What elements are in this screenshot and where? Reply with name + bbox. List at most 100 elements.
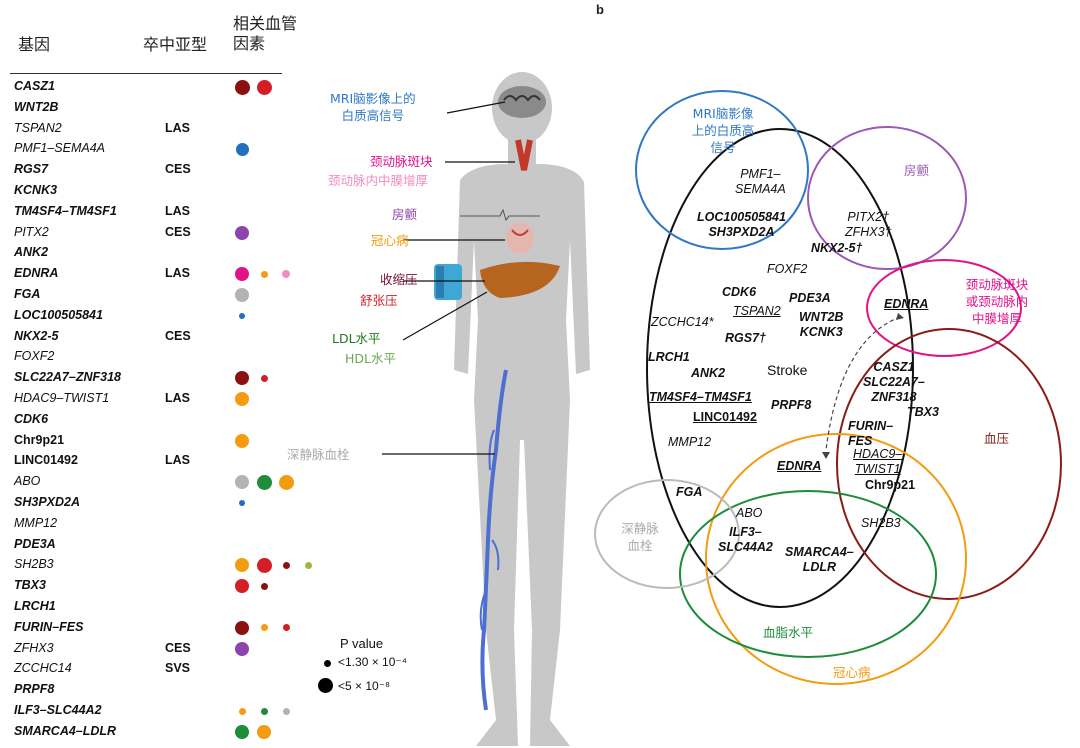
gene-name: MMP12 <box>14 515 58 530</box>
vascular-factor-dot <box>235 267 249 282</box>
venn-stroke-ellipse <box>646 128 914 608</box>
section-b-label: b <box>596 2 604 17</box>
label-chd: 冠心病 <box>371 233 409 248</box>
venn-gene-wnt2b: WNT2B KCNK3 <box>799 310 844 339</box>
venn-gene-nkx: NKX2-5† <box>811 241 863 255</box>
vascular-factor-dot <box>235 724 249 739</box>
venn-gene-tspan2: TSPAN2 <box>733 304 781 318</box>
label-sbp: 收缩压 <box>380 272 418 287</box>
pvalue-large-label: <5 × 10⁻⁸ <box>338 679 391 693</box>
gene-name: ZFHX3 <box>14 640 54 655</box>
venn-gene-tbx3: TBX3 <box>907 405 939 419</box>
vascular-factor-dot <box>235 558 249 573</box>
vascular-factor-dot <box>235 579 249 594</box>
venn-label-bp: 血压 <box>984 431 1010 446</box>
venn-label-mri: MRI脑影像 上的白质高 信号 <box>691 106 755 155</box>
vascular-factor-dot <box>282 561 290 569</box>
human-body-figure <box>434 72 590 746</box>
vascular-factor-dot <box>260 374 268 382</box>
vascular-factor-dot <box>235 641 249 656</box>
vascular-factor-dot <box>235 475 249 490</box>
gene-name: SH3PXD2A <box>14 495 80 509</box>
venn-mri-circle <box>635 90 809 250</box>
stroke-subtype: LAS <box>165 266 190 281</box>
venn-label-vte: 深静脉 血栓 <box>621 521 659 553</box>
gene-name: FOXF2 <box>14 349 55 364</box>
pvalue-large-dot <box>318 678 333 693</box>
label-hdl: HDL水平 <box>345 351 396 366</box>
venn-gene-prpf8: PRPF8 <box>771 398 812 412</box>
gene-name: ZCCHC14 <box>14 661 72 676</box>
venn-label-af: 房颤 <box>904 163 930 178</box>
gene-name: CDK6 <box>14 411 49 426</box>
venn-chd-ellipse <box>705 433 967 685</box>
gene-name: WNT2B <box>14 99 59 114</box>
gene-name: RGS7 <box>14 162 49 177</box>
venn-center: Stroke <box>767 362 808 378</box>
vascular-factor-dot <box>260 270 268 278</box>
venn-gene-rgs7: RGS7† <box>725 331 766 345</box>
gene-name: TSPAN2 <box>14 120 62 135</box>
gene-name: PRPF8 <box>14 682 55 697</box>
ednra-dashed-arrow <box>825 316 901 451</box>
gene-name: TBX3 <box>14 578 46 593</box>
venn-gene-smarca4: SMARCA4– LDLR <box>785 545 854 574</box>
vascular-factor-dot <box>235 371 249 386</box>
gene-name: EDNRA <box>14 266 59 281</box>
label-af: 房颤 <box>392 207 418 222</box>
gene-name: LRCH1 <box>14 599 56 613</box>
gene-name: NKX2-5 <box>14 328 59 343</box>
vascular-factor-dot <box>260 707 268 715</box>
gene-name: CASZ1 <box>14 79 55 93</box>
label-mri: MRI脑影像上的 白质高信号 <box>330 91 416 123</box>
gene-name: PITX2 <box>14 224 49 239</box>
stroke-subtype: LAS <box>165 120 190 135</box>
vascular-factor-dot <box>256 474 272 490</box>
label-plaque: 颈动脉斑块 <box>370 154 433 169</box>
gene-name: KCNK3 <box>14 183 58 197</box>
vascular-factor-dot <box>304 561 312 569</box>
venn-gene-pmf1: PMF1– SEMA4A <box>735 167 786 196</box>
venn-gene-ednra-top: EDNRA <box>884 297 929 311</box>
gene-name: TM4SF4–TM4SF1 <box>14 203 117 218</box>
label-imt: 颈动脉内中膜增厚 <box>328 173 429 188</box>
header-subtype: 卒中亚型 <box>143 35 208 54</box>
vascular-factor-dot <box>234 79 250 95</box>
pvalue-small-label: <1.30 × 10⁻⁴ <box>338 655 407 669</box>
vascular-factor-dot <box>235 392 249 406</box>
vascular-factor-dot <box>282 707 290 715</box>
venn-gene-casz1: CASZ1 SLC22A7– ZNF318 <box>863 360 925 404</box>
vascular-factor-dot <box>257 724 271 739</box>
vascular-factor-dot <box>235 142 249 156</box>
venn-gene-hdac9: HDAC9– TWIST1 <box>853 447 903 476</box>
label-vte: 深静脉血栓 <box>287 447 350 462</box>
stroke-subtype: CES <box>165 328 191 343</box>
venn-gene-sh2b3: SH2B3 <box>861 516 901 530</box>
vascular-factor-dot <box>282 270 290 279</box>
venn-gene-ank2: ANK2 <box>691 366 726 380</box>
gene-name: ANK2 <box>14 245 49 260</box>
venn-gene-fga: FGA <box>676 485 703 499</box>
gene-name: PDE3A <box>14 536 56 551</box>
vascular-factor-dot <box>282 624 290 632</box>
stroke-subtype: LAS <box>165 391 190 405</box>
gene-name: SMARCA4–LDLR <box>14 723 117 738</box>
header-vascular: 相关血管 因素 <box>233 14 298 53</box>
venn-gene-chr9: Chr9p21 <box>865 478 916 492</box>
venn-gene-zcchc: ZCCHC14* <box>651 315 714 329</box>
stroke-subtype: CES <box>165 640 191 655</box>
venn-gene-pde3a: PDE3A <box>789 291 831 305</box>
venn-plaque-ellipse <box>866 259 1022 357</box>
venn-gene-mmp12: MMP12 <box>668 435 712 449</box>
vascular-factor-dot <box>235 288 249 302</box>
vascular-factor-dot <box>260 582 268 590</box>
gene-name: SLC22A7–ZNF318 <box>14 370 121 385</box>
venn-bp-ellipse <box>836 328 1062 600</box>
vascular-factor-dot <box>235 620 249 635</box>
gene-name: LOC100505841 <box>14 307 103 322</box>
stroke-subtype: CES <box>165 162 191 177</box>
gene-name: SH2B3 <box>14 557 54 572</box>
gene-name: FGA <box>14 287 41 301</box>
vascular-factor-dot <box>238 707 246 715</box>
